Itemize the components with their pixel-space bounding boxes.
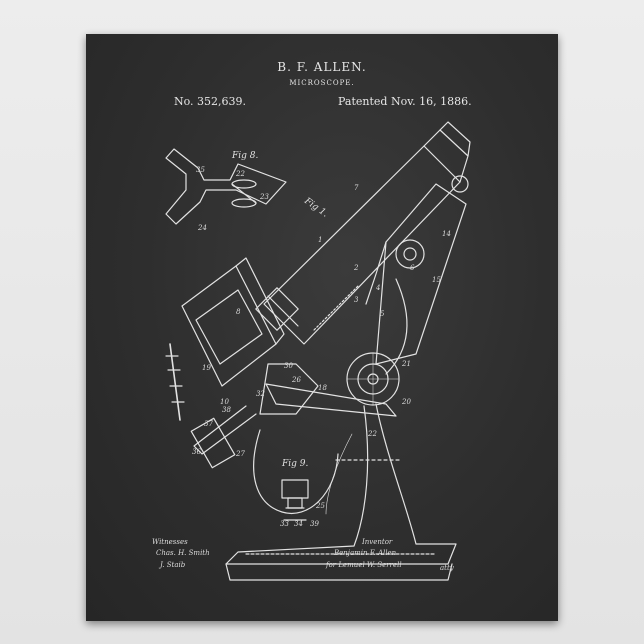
inventor-signature: Benjamin F. Allen [334, 549, 396, 557]
ref-24: 24 [197, 224, 207, 232]
ref-7: 7 [354, 184, 359, 192]
ref-34: 34 [294, 520, 303, 528]
ref-37: 37 [204, 420, 213, 428]
ref-30: 30 [284, 362, 293, 370]
ref-1: 1 [318, 236, 322, 244]
ref-25: 25 [315, 502, 325, 510]
inventor-label: Inventor [362, 538, 392, 546]
witnesses-label: Witnesses [152, 538, 188, 546]
ref-6: 6 [410, 264, 415, 272]
reference-numerals: 35 22 23 24 7 1 14 15 6 2 3 5 4 8 20 21 … [192, 166, 451, 528]
ref-21: 21 [401, 360, 411, 368]
fig9-drawing [254, 430, 400, 520]
ref-19: 19 [202, 364, 211, 372]
ref-26: 26 [291, 376, 301, 384]
microscope-drawing: 35 22 23 24 7 1 14 15 6 2 3 5 4 8 20 21 … [86, 34, 558, 621]
ref-27: 27 [235, 450, 245, 458]
ref-2: 2 [353, 264, 359, 272]
fig1-label: Fig 1. [301, 196, 329, 220]
attorney-suffix: atty [440, 564, 454, 572]
ref-20: 20 [401, 398, 411, 406]
main-tube-drawing [256, 122, 470, 344]
ref-33: 33 [280, 520, 289, 528]
witness-signature-2: J. Staib [160, 561, 185, 569]
ref-8: 8 [236, 308, 241, 316]
ref-4: 4 [375, 284, 380, 292]
ref-22b: 22 [367, 430, 377, 438]
fig8-clip-drawing [166, 149, 286, 224]
ref-32: 32 [256, 390, 265, 398]
ref-36: 36 [192, 448, 201, 456]
ref-3: 3 [354, 296, 359, 304]
focus-wheel-drawing [347, 353, 399, 405]
ref-22: 22 [235, 170, 245, 178]
fig8-label: Fig 8. [231, 151, 258, 161]
ref-5: 5 [380, 310, 385, 318]
ref-23: 23 [259, 193, 269, 201]
ref-35: 35 [196, 166, 205, 174]
ref-14: 14 [442, 230, 451, 238]
fig9-label: Fig 9. [281, 459, 308, 469]
witness-signature-1: Chas. H. Smith [156, 549, 210, 557]
ref-38: 38 [222, 406, 231, 414]
ref-39: 39 [310, 520, 319, 528]
attorney-signature: for Lemuel W. Serrell [326, 561, 402, 569]
ref-10: 10 [220, 398, 229, 406]
patent-poster: B. F. ALLEN. MICROSCOPE. No. 352,639. Pa… [86, 34, 558, 621]
ref-18: 18 [318, 384, 327, 392]
stage-drawing [166, 258, 396, 468]
arm-drawing [366, 176, 468, 374]
ref-15: 15 [432, 276, 441, 284]
